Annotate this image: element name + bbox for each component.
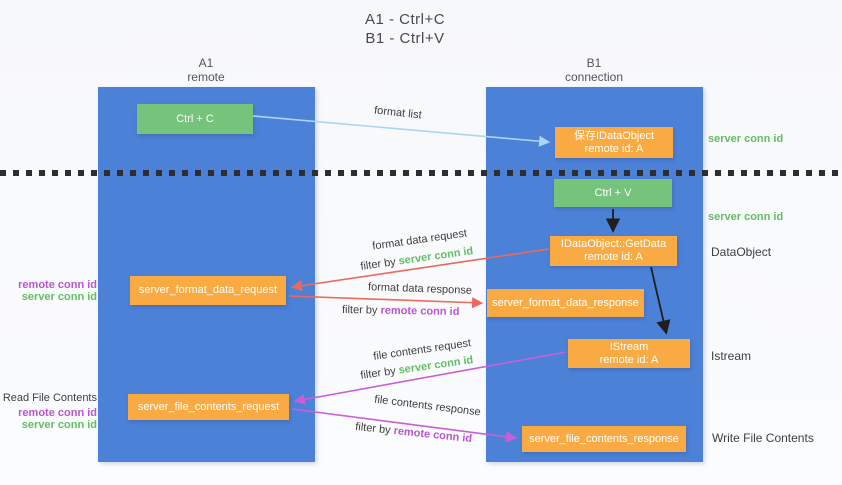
save-dataobject-line2: remote id: A [584,142,644,155]
right-write-file-contents-label: Write File Contents [712,431,814,445]
right-istream-label: Istream [711,349,752,363]
server-format-data-request-box: server_format_data_request [130,276,286,305]
lane-header-a1: A1 remote [126,56,286,84]
server-format-data-response-box: server_format_data_response [487,289,644,317]
lane-a1-subtitle: remote [187,70,225,84]
ctrl-v-action-box: Ctrl + V [554,179,672,207]
server-file-contents-response-box: server_file_contents_response [522,426,686,452]
istream-line2: remote id: A [599,353,659,366]
getdata-box: IDataObject::GetData remote id: A [550,236,677,266]
left-server-conn-id-2: server conn id [21,419,97,431]
lane-b1-name: B1 [586,56,602,70]
filter-by-text: filter by [359,256,397,273]
right-server-conn-id-2: server conn id [708,211,784,223]
filter-by-text: filter by [341,303,378,317]
server-conn-id-text: server conn id [397,245,475,268]
ctrl-c-label: Ctrl + C [176,112,214,125]
diagram-title: A1 - Ctrl+C B1 - Ctrl+V [0,10,810,48]
istream-line1: IStream [609,340,649,353]
lane-a1-name: A1 [198,56,214,70]
format-data-response-label: format data response [367,281,473,297]
title-line-1: A1 - Ctrl+C [364,11,446,28]
remote-conn-id-text: remote conn id [380,304,460,319]
save-dataobject-line1: 保存IDataObject [573,129,655,142]
getdata-line1: IDataObject::GetData [560,238,667,250]
left-read-file-contents-label: Read File Contents [2,392,97,404]
format-data-response-filter-label: filter by remote conn id [342,304,460,318]
right-dataobject-label: DataObject [711,245,772,259]
lane-b1-subtitle: connection [564,70,624,84]
server-file-contents-request-box: server_file_contents_request [128,394,289,420]
ctrl-v-label: Ctrl + V [594,186,632,199]
remote-conn-id-text: remote conn id [393,424,473,446]
file-contents-response-label: file contents response [373,393,482,419]
istream-box: IStream remote id: A [568,339,690,368]
ctrl-c-action-box: Ctrl + C [137,104,253,134]
server-file-contents-request-label: server_file_contents_request [137,400,280,413]
left-server-conn-id-1: server conn id [21,291,97,303]
lane-header-b1: B1 connection [514,56,674,84]
getdata-line2: remote id: A [584,251,643,263]
format-list-label: format list [373,104,423,122]
save-dataobject-box: 保存IDataObject remote id: A [555,127,673,158]
right-server-conn-id-1: server conn id [708,133,784,145]
filter-by-text: filter by [359,365,397,382]
file-contents-response-filter-label: filter by remote conn id [355,421,473,445]
server-format-data-request-label: server_format_data_request [138,284,278,296]
format-data-response-arrow [288,295,484,309]
left-remote-conn-id-2: remote conn id [18,407,97,419]
left-remote-conn-id-1: remote conn id [18,279,97,291]
title-line-2: B1 - Ctrl+V [365,30,445,47]
server-file-contents-response-label: server_file_contents_response [529,432,679,445]
session-separator-dotted-line [0,170,842,176]
filter-by-text: filter by [354,420,392,437]
server-format-data-response-label: server_format_data_response [492,296,639,309]
